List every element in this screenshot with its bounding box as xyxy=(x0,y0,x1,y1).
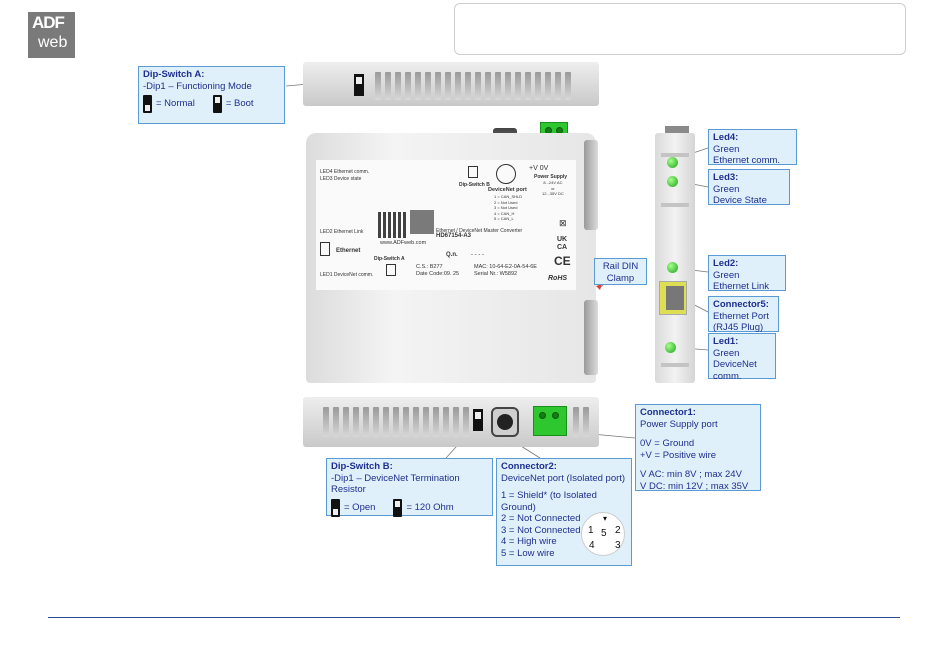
devicenet-port-icon xyxy=(496,164,516,184)
label-supply-top: +V 0V xyxy=(529,165,549,172)
led4-indicator xyxy=(667,157,678,168)
led3-callout: Led3: Green Device State xyxy=(708,169,790,206)
rail-din-callout: Rail DIN Clamp xyxy=(594,258,647,285)
rohs-mark: RoHS xyxy=(548,275,568,282)
connector2-pin4: 4 = High wire xyxy=(501,536,557,547)
connector2-title: Connector2: xyxy=(501,461,557,472)
label-pin-list: 1 = CAN_SHLD 2 = Not Used 3 = Not Used 4… xyxy=(494,194,523,221)
label-devnet-port: DeviceNet port xyxy=(488,187,527,193)
switch-off-icon xyxy=(143,95,152,113)
connector2-pin2: 2 = Not Connected xyxy=(501,513,581,524)
connector1-positive: +V = Positive wire xyxy=(640,449,717,461)
device-side-view xyxy=(655,133,695,383)
led1-callout: Led1: Green DeviceNet comm. xyxy=(708,333,776,382)
dip-a-opt2: = Boot xyxy=(225,98,254,110)
label-dipa-icon xyxy=(386,264,396,276)
device-top-view xyxy=(303,62,599,106)
label-dipb-icon xyxy=(468,166,478,178)
label-led3: LED3 Device state xyxy=(320,176,362,182)
footer-divider xyxy=(48,617,900,618)
ukca-mark: UK CA xyxy=(557,236,568,251)
devicenet-m12-connector xyxy=(491,407,519,437)
switch-on-icon xyxy=(212,95,222,113)
connector2-callout: Connector2: DeviceNet port (Isolated por… xyxy=(496,458,632,566)
vent-slots-top xyxy=(375,72,571,100)
connector5-callout: Connector5: Ethernet Port (RJ45 Plug) xyxy=(708,296,779,333)
label-serial: Serial Nr.: W5892 xyxy=(474,271,518,277)
label-product: Ethernet / DeviceNet Master Converter xyxy=(436,228,523,234)
dip-switch-b xyxy=(473,409,483,431)
header-box xyxy=(454,3,906,55)
rj45-port xyxy=(659,281,687,315)
label-website: www.ADFweb.com xyxy=(380,240,427,246)
label-led1: LED1 DeviceNet comm. xyxy=(320,272,374,278)
din-clip-right xyxy=(584,140,598,230)
label-dipa: Dip-Switch A xyxy=(374,256,405,262)
led3-indicator xyxy=(667,176,678,187)
side-top-connector xyxy=(665,126,689,136)
dip-b-desc: -Dip1 – DeviceNet Termination Resistor xyxy=(331,472,460,496)
label-dipb: Dip-Switch B xyxy=(459,182,490,188)
din-clip-right-lower xyxy=(584,300,598,375)
adfweb-logo: ADF web xyxy=(28,12,75,58)
label-ethernet: Ethernet xyxy=(336,248,361,254)
connector1-ground: 0V = Ground xyxy=(640,438,695,449)
label-led4: LED4 Ethernet comm. xyxy=(320,169,370,175)
ce-mark: CE xyxy=(554,254,571,268)
led4-callout: Led4: Green Ethernet comm. xyxy=(708,129,797,166)
connector2-pin5: 5 = Low wire xyxy=(501,547,555,559)
dip-switch-b-callout: Dip-Switch B: -Dip1 – DeviceNet Terminat… xyxy=(326,458,493,517)
led1-indicator xyxy=(665,342,676,353)
connector1-vac: V AC: min 8V ; max 24V xyxy=(640,469,742,480)
connector1-desc: Power Supply port xyxy=(640,418,718,430)
switch-open-icon xyxy=(331,498,340,517)
label-qn-value: - - - - xyxy=(471,252,484,258)
label-led2: LED2 Ethernet Link xyxy=(320,229,364,235)
led2-indicator xyxy=(667,262,678,273)
dip-b-title: Dip-Switch B: xyxy=(331,461,393,472)
dip-switch-a-callout: Dip-Switch A: -Dip1 – Functioning Mode =… xyxy=(138,66,285,124)
weee-icon: ⊠ xyxy=(559,218,567,228)
vent-slots-bottom xyxy=(323,407,469,437)
dip-b-opt1: = Open xyxy=(344,501,376,513)
device-label: LED4 Ethernet comm. LED3 Device state LE… xyxy=(316,160,576,290)
power-terminal-bottom xyxy=(533,406,567,436)
connector2-pin3: 3 = Not Connected xyxy=(501,524,581,536)
label-qn: Q.n. xyxy=(446,252,458,258)
rail-l1: Rail DIN xyxy=(602,261,639,272)
switch-120ohm-icon xyxy=(393,498,403,517)
dip-a-opt1: = Normal xyxy=(156,98,195,110)
m12-pinout-diagram: ▾ 1 5 2 4 3 xyxy=(581,512,625,556)
label-cs: C.S.: B277 xyxy=(416,264,443,270)
connector1-callout: Connector1: Power Supply port 0V = Groun… xyxy=(635,404,761,492)
ethernet-icon xyxy=(320,242,330,256)
dip-switch-a xyxy=(354,74,364,96)
connector2-pin1: 1 = Shield* (to Isolated Ground) xyxy=(501,490,597,513)
vent-slots-bottom-right xyxy=(573,407,589,437)
connector2-desc: DeviceNet port (Isolated port) xyxy=(501,472,626,484)
label-supply: Power Supply xyxy=(534,174,568,180)
qr-code xyxy=(378,212,406,238)
label-mac: MAC: 10-64-E2-0A-54-6E xyxy=(474,264,537,270)
rail-l2: Clamp xyxy=(606,272,635,284)
led2-callout: Led2: Green Ethernet Link xyxy=(708,255,786,292)
label-code: HD67154-A3 xyxy=(436,233,472,239)
dip-a-title: Dip-Switch A: xyxy=(143,69,205,80)
label-date: Date Code:09. 25 xyxy=(416,271,460,277)
dip-a-desc: -Dip1 – Functioning Mode xyxy=(143,80,252,92)
connector1-title: Connector1: xyxy=(640,407,696,418)
label-supply-values: 8...24V AC or 12...35V DC xyxy=(542,180,564,196)
label-adf-logo xyxy=(410,210,434,234)
dip-b-opt2: = 120 Ohm xyxy=(406,501,454,513)
connector1-vdc: V DC: min 12V ; max 35V xyxy=(640,480,749,492)
